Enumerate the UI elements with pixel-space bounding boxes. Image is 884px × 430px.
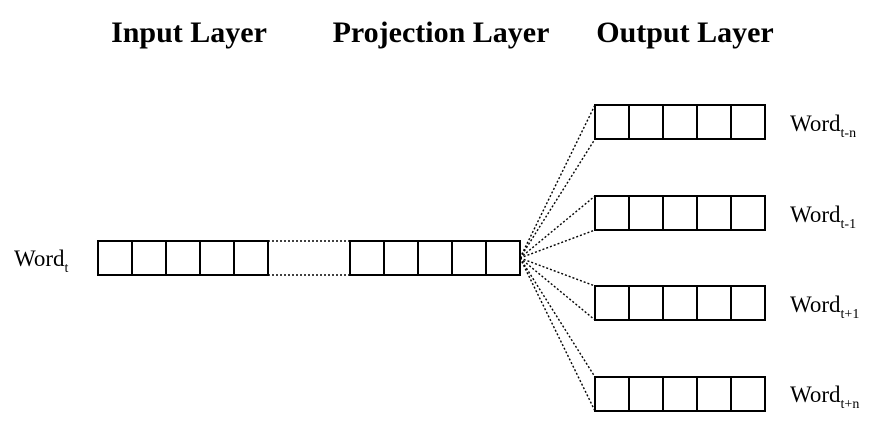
output-vector-cell (628, 104, 664, 140)
output-vector-cell (594, 195, 630, 231)
dotted-connector (519, 257, 596, 321)
output-word-base: Word (790, 292, 841, 317)
connector-lines (268, 104, 596, 412)
output-vector-cell (662, 285, 698, 321)
output-vector-cell (628, 285, 664, 321)
input-vector-cell (199, 240, 235, 276)
output-vector-cell (730, 376, 766, 412)
projection-vector-cell (417, 240, 453, 276)
output-word-subscript: t-n (841, 126, 857, 141)
input-word-base: Word (14, 246, 65, 271)
output-word-label: Wordt+n (790, 382, 859, 412)
input-vector-cell (233, 240, 269, 276)
input-vector (97, 240, 269, 276)
output-word-subscript: t+1 (841, 307, 860, 322)
output-word-base: Word (790, 202, 841, 227)
dotted-connector (519, 195, 596, 259)
output-vector-cell (696, 104, 732, 140)
dotted-connector (519, 257, 596, 287)
input-vector-cell (131, 240, 167, 276)
output-vector-cell (730, 285, 766, 321)
projection-vector (349, 240, 521, 276)
dotted-connector (519, 257, 596, 378)
input-word-label: Wordt (14, 246, 69, 276)
output-vector (594, 195, 766, 231)
output-vector (594, 104, 766, 140)
output-vector (594, 376, 766, 412)
output-vector-cell (628, 376, 664, 412)
output-vector-cell (594, 104, 630, 140)
output-layer-title: Output Layer (596, 16, 774, 49)
dotted-connector (519, 138, 596, 259)
output-word-subscript: t+n (841, 397, 860, 412)
output-vector-cell (594, 376, 630, 412)
projection-layer-title: Projection Layer (333, 16, 550, 49)
projection-vector-cell (485, 240, 521, 276)
output-word-label: Wordt-n (790, 111, 856, 141)
output-vector-cell (594, 285, 630, 321)
output-word-base: Word (790, 382, 841, 407)
output-vector-cell (730, 104, 766, 140)
input-vector-cell (165, 240, 201, 276)
output-word-subscript: t-1 (841, 217, 857, 232)
input-vector-cell (97, 240, 133, 276)
projection-vector-cell (383, 240, 419, 276)
output-word-label: Wordt+1 (790, 292, 859, 322)
output-vector-cell (662, 376, 698, 412)
projection-vector-cell (349, 240, 385, 276)
dotted-connector (519, 257, 596, 412)
input-layer-title: Input Layer (111, 16, 267, 49)
input-word-subscript: t (65, 261, 69, 276)
output-vector-cell (628, 195, 664, 231)
output-vector-cell (696, 195, 732, 231)
output-vectors (594, 104, 766, 412)
projection-vector-cell (451, 240, 487, 276)
output-vector-cell (696, 376, 732, 412)
output-vector-cell (662, 195, 698, 231)
output-vector-cell (662, 104, 698, 140)
output-vector-cell (696, 285, 732, 321)
output-vector (594, 285, 766, 321)
output-vector-cell (730, 195, 766, 231)
output-word-base: Word (790, 111, 841, 136)
output-word-label: Wordt-1 (790, 202, 856, 232)
dotted-connector (519, 104, 596, 259)
dotted-connector (519, 229, 596, 259)
